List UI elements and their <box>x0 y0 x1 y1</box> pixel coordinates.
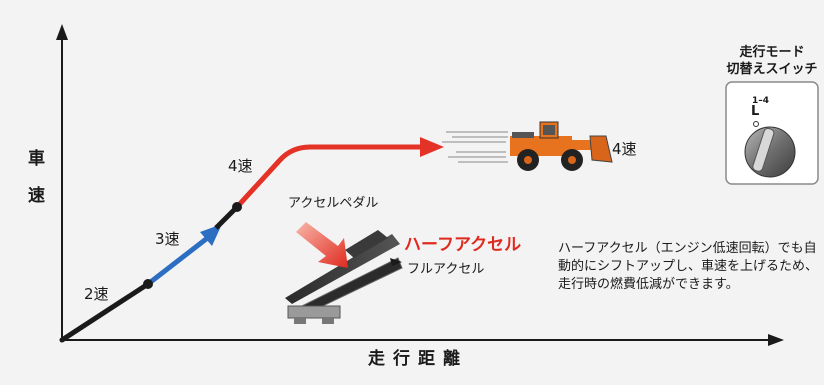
pedal-illustration <box>285 222 403 324</box>
switch-marker <box>753 121 759 127</box>
motion-lines <box>442 131 508 163</box>
axes <box>56 24 784 346</box>
description-text: ハーフアクセル（エンジン低速回転）でも自動的にシフトアップし、車速を上げるため、… <box>558 241 819 292</box>
segment-2nd-gear <box>59 281 151 343</box>
full-accel-pointer-icon <box>390 258 402 266</box>
mode-switch-title-line1: 走行モード <box>739 45 805 60</box>
y-axis-label-char-2: 速 <box>28 186 45 206</box>
segment-4th-gear <box>235 144 422 209</box>
accelerator-pedal-label: アクセルペダル <box>288 196 379 211</box>
machine-gear-label: 4速 <box>612 140 637 158</box>
switch-knob-grip <box>752 127 775 172</box>
x-axis-label: 走行距離 <box>368 349 468 369</box>
gear-label-4th: 4速 <box>228 157 253 175</box>
pedal-arm-half <box>285 234 400 304</box>
mode-switch-icon <box>725 81 819 185</box>
pedal-base <box>287 305 341 319</box>
shift-point-2-3 <box>143 279 153 289</box>
y-axis-label-char-1: 車 <box>28 149 45 169</box>
gear-label-3rd: 3速 <box>155 230 180 248</box>
y-axis-arrowhead <box>56 24 68 40</box>
segment-3rd-arrowhead <box>200 224 222 246</box>
switch-position-top: 1–4 <box>752 96 770 106</box>
switch-position-letter: L <box>751 104 760 119</box>
full-accel-label: フルアクセル <box>407 262 485 277</box>
mode-switch-title-line2: 切替えスイッチ <box>726 62 818 77</box>
segment-4th-arrowhead <box>420 137 444 157</box>
half-accel-label: ハーフアクセル <box>404 235 522 255</box>
gear-label-2nd: 2速 <box>84 285 109 303</box>
segment-3rd-gear <box>146 234 212 286</box>
pedal-upper <box>345 230 388 258</box>
half-accel-arrow-icon <box>296 222 348 268</box>
speed-curve <box>59 137 444 343</box>
wheel-loader-icon <box>510 121 613 171</box>
x-axis-arrowhead <box>768 334 784 346</box>
shift-point-3-4 <box>232 202 242 212</box>
